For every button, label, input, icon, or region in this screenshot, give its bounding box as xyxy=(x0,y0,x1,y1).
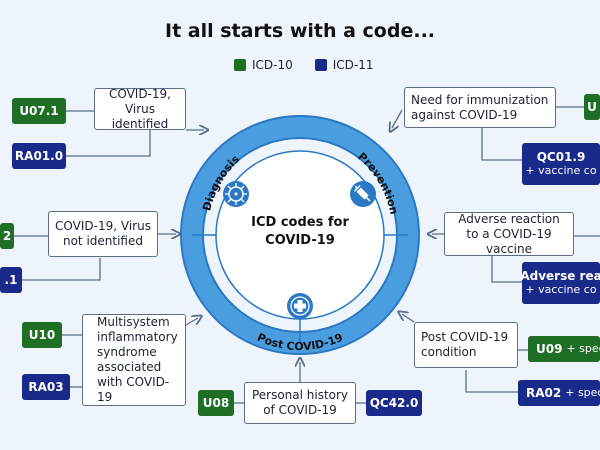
code-u09-label: U09 xyxy=(536,342,563,356)
legend-label-icd11: ICD-11 xyxy=(332,58,374,72)
box-post-covid-condition: Post COVID-19 condition xyxy=(414,322,518,368)
code-ra02-label: RA02 xyxy=(526,386,562,400)
box-virus-identified: COVID-19, Virus identified xyxy=(94,87,186,131)
page-title: It all starts with a code... xyxy=(165,20,435,42)
code-u11: U xyxy=(584,94,600,120)
code-ra03: RA03 xyxy=(22,374,70,400)
legend-swatch-icd11 xyxy=(314,59,327,71)
code-ra02: RA02 + speci xyxy=(518,380,600,406)
box-need-immunization: Need for immunization against COVID-19 xyxy=(404,87,556,128)
code-u072: 2 xyxy=(0,223,14,249)
code-qc420: QC42.0 xyxy=(366,390,422,416)
code-u09: U09 + speci xyxy=(528,336,600,362)
connectors xyxy=(14,106,600,404)
legend-label-icd10: ICD-10 xyxy=(252,58,293,72)
code-adverse-sub: + vaccine co xyxy=(525,283,597,296)
code-ra011: .1 xyxy=(0,267,22,293)
code-qc019-label: QC01.9 xyxy=(536,150,586,164)
outer-ring xyxy=(180,115,420,355)
center-title: ICD codes for COVID-19 xyxy=(251,215,349,248)
code-u08: U08 xyxy=(198,390,234,416)
medical-cross-icon xyxy=(287,293,313,319)
code-qc019-sub: + vaccine co xyxy=(525,164,597,177)
code-adverse-label: Adverse rea xyxy=(522,269,600,283)
code-ra02-sub: + speci xyxy=(565,386,600,399)
code-u071: U07.1 xyxy=(12,98,66,124)
code-adverse-reaction: Adverse rea + vaccine co xyxy=(522,262,600,304)
virus-icon xyxy=(223,181,249,207)
box-adverse-reaction: Adverse reaction to a COVID-19 vaccine xyxy=(444,212,574,256)
box-virus-not-identified: COVID-19, Virus not identified xyxy=(48,211,158,257)
code-qc019: QC01.9 + vaccine co xyxy=(522,143,600,185)
box-multisystem: Multisystem inflammatory syndrome associ… xyxy=(82,314,186,406)
code-u10: U10 xyxy=(22,322,62,348)
code-ra010: RA01.0 xyxy=(12,143,66,169)
legend-swatch-icd10 xyxy=(234,59,246,71)
legend: ICD-10 ICD-11 xyxy=(234,58,390,72)
syringe-icon xyxy=(350,181,376,207)
box-personal-history: Personal history of COVID-19 xyxy=(244,382,356,424)
code-u09-sub: + speci xyxy=(566,342,600,355)
